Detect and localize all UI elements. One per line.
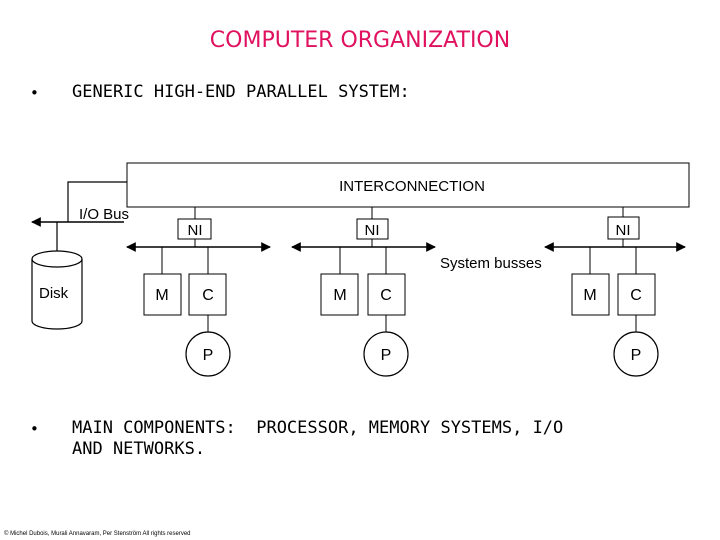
network-interface-label: NI	[188, 222, 203, 239]
io-link-line	[67, 181, 127, 222]
processor-circle	[613, 331, 659, 377]
system-busses-label: System busses	[440, 255, 542, 272]
memory-box	[320, 273, 359, 316]
processor-circle	[363, 331, 409, 377]
processor-label: P	[381, 347, 392, 364]
disk-label: Disk	[39, 285, 69, 302]
network-interface-label: NI	[365, 222, 380, 239]
node-3: NI M C P	[544, 207, 686, 377]
bullet-marker-1: •	[30, 84, 39, 102]
memory-box	[143, 273, 182, 316]
cache-box	[367, 273, 406, 316]
io-bus-label: I/O Bus	[79, 206, 129, 223]
memory-label: M	[583, 287, 596, 304]
cache-label: C	[202, 287, 214, 304]
slide-title: COMPUTER ORGANIZATION	[209, 28, 511, 53]
cache-box	[188, 273, 227, 316]
node-1: NI M C P	[126, 207, 271, 377]
bullet-marker-2: •	[30, 420, 39, 438]
cache-label: C	[630, 287, 642, 304]
interconnection-label: INTERCONNECTION	[339, 178, 485, 195]
memory-label: M	[333, 287, 346, 304]
processor-circle	[185, 331, 231, 377]
processor-label: P	[203, 347, 214, 364]
memory-box	[571, 273, 610, 316]
bullet-text-2: MAIN COMPONENTS: PROCESSOR, MEMORY SYSTE…	[72, 418, 564, 459]
interconnection-box	[126, 162, 690, 208]
disk-icon	[31, 250, 83, 330]
cache-box	[617, 273, 656, 316]
node-2: NI M C P	[291, 207, 436, 377]
memory-label: M	[155, 287, 168, 304]
cache-label: C	[380, 287, 392, 304]
network-interface-label: NI	[616, 222, 631, 239]
bullet-text-1: GENERIC HIGH-END PARALLEL SYSTEM:	[72, 82, 410, 102]
copyright-footer: © Michel Dubois, Murali Annavaram, Per S…	[4, 531, 191, 537]
processor-label: P	[631, 347, 642, 364]
